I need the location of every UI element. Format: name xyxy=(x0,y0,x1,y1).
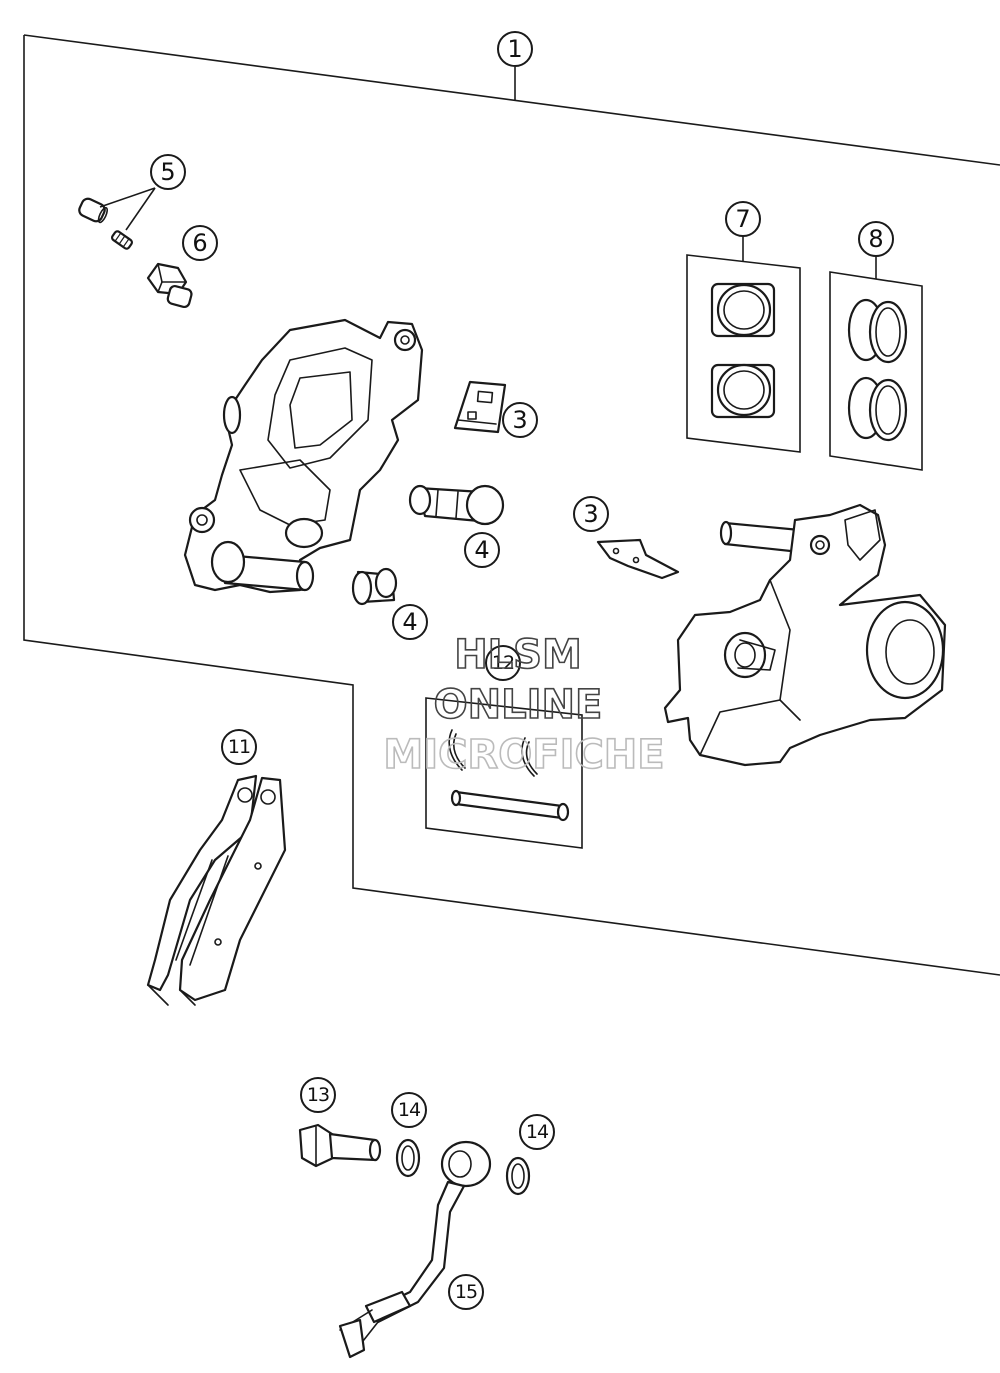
svg-text:7: 7 xyxy=(735,205,750,233)
brake-line-part xyxy=(338,1140,492,1359)
svg-text:ONLINE: ONLINE xyxy=(434,682,603,728)
callout-14-right[interactable]: 14 xyxy=(519,1114,555,1150)
svg-text:13: 13 xyxy=(307,1084,329,1106)
svg-text:14: 14 xyxy=(526,1121,549,1143)
svg-text:3: 3 xyxy=(583,500,598,528)
svg-text:8: 8 xyxy=(868,225,883,253)
callout-14-left[interactable]: 14 xyxy=(391,1092,427,1128)
cap-nut-part xyxy=(146,262,193,309)
callout-13[interactable]: 13 xyxy=(300,1077,336,1113)
callout-3-right[interactable]: 3 xyxy=(573,496,609,532)
pin-kit-card xyxy=(425,697,583,849)
callout-5[interactable]: 5 xyxy=(99,154,186,231)
bleed-screw-parts xyxy=(78,197,133,250)
callout-4-lower[interactable]: 4 xyxy=(392,604,428,640)
callout-4-upper[interactable]: 4 xyxy=(464,532,500,568)
callout-11[interactable]: 11 xyxy=(221,729,257,765)
watermark: HLSM ONLINE MICROFICHE xyxy=(383,631,666,779)
sealing-ring-left xyxy=(395,1138,421,1178)
callout-12[interactable]: 12 xyxy=(485,645,521,681)
sealing-ring-right xyxy=(505,1156,531,1196)
svg-text:1: 1 xyxy=(507,35,522,63)
svg-text:4: 4 xyxy=(402,608,417,636)
svg-text:HLSM: HLSM xyxy=(454,632,582,678)
clip-part-right xyxy=(596,538,680,580)
svg-text:4: 4 xyxy=(474,536,489,564)
svg-text:MICROFICHE: MICROFICHE xyxy=(383,732,664,778)
piston-kit-card xyxy=(686,254,801,453)
bushing-part-lower xyxy=(351,567,398,606)
callout-8[interactable]: 8 xyxy=(858,221,894,280)
bushing-part-upper xyxy=(408,484,505,526)
seal-kit-card xyxy=(829,271,923,471)
callout-15[interactable]: 15 xyxy=(448,1274,484,1310)
banjo-bolt-part xyxy=(298,1123,382,1168)
caliper-bracket-part xyxy=(663,503,947,767)
svg-text:15: 15 xyxy=(455,1281,477,1303)
caliper-body-part xyxy=(183,318,424,594)
clip-part-upper xyxy=(453,380,507,434)
callout-7[interactable]: 7 xyxy=(725,201,761,262)
brake-pads-part xyxy=(146,774,287,1006)
svg-text:5: 5 xyxy=(160,158,175,186)
svg-text:12: 12 xyxy=(492,652,514,674)
svg-text:6: 6 xyxy=(192,229,207,257)
callout-6[interactable]: 6 xyxy=(182,225,218,261)
svg-text:11: 11 xyxy=(228,736,250,758)
assembly-group-frame xyxy=(23,34,1000,976)
svg-text:14: 14 xyxy=(398,1099,421,1121)
svg-text:3: 3 xyxy=(512,406,527,434)
callout-3-upper[interactable]: 3 xyxy=(502,402,538,438)
callout-1[interactable]: 1 xyxy=(497,31,533,100)
